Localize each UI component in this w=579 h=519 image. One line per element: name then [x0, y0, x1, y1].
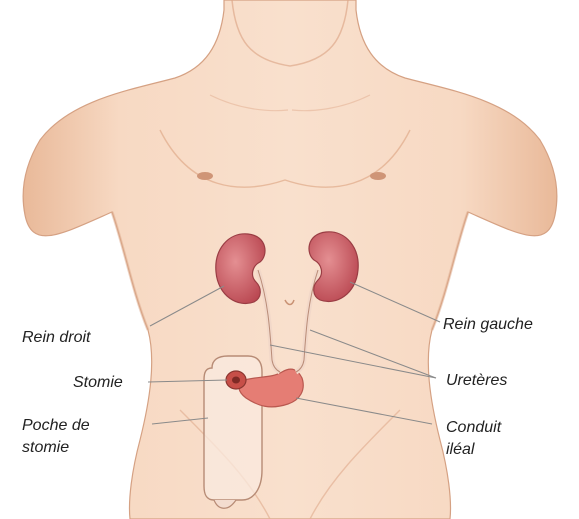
- right-nipple: [197, 172, 213, 180]
- label-ureters: Uretères: [446, 370, 507, 392]
- label-stoma: Stomie: [73, 372, 123, 394]
- label-ileal-conduit: Conduit iléal: [446, 417, 501, 461]
- left-nipple: [370, 172, 386, 180]
- label-left-kidney: Rein gauche: [443, 314, 533, 336]
- label-stoma-pouch: Poche de stomie: [22, 415, 90, 459]
- label-right-kidney: Rein droit: [22, 327, 90, 349]
